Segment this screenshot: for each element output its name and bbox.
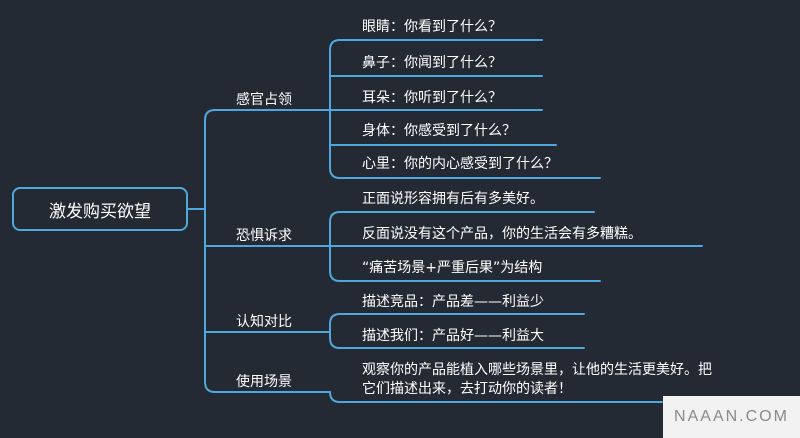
leaf-connector-line [329,167,601,179]
leaf-connector-line [329,211,595,223]
leaf-label[interactable]: 心里：你的内心感受到了什么？ [362,156,558,172]
watermark: NAAAN.COM [663,396,800,438]
branch-connector-line [204,381,331,393]
leaf-label[interactable]: 眼睛：你看到了什么？ [362,19,502,35]
leaf-connector-line [329,391,663,403]
leaf-label[interactable]: 鼻子：你闻到了什么？ [362,55,502,71]
leaf-label[interactable]: 反面说没有这个产品，你的生活会有多糟糕。 [362,226,642,242]
leaf-connector-line [329,270,601,282]
leaf-label[interactable]: 观察你的产品能植入哪些场景里，让他的生活更美好。把 它们描述出来，去打动你的读者… [362,362,712,397]
leaf-connector-line [329,337,585,349]
leaf-connector-line [329,39,543,51]
root-node[interactable]: 激发购买欲望 [12,187,188,231]
branch-connector-line [204,109,331,121]
leaf-label[interactable]: 描述竞品：产品差——利益少 [362,294,544,310]
branch-label-compare[interactable]: 认知对比 [236,314,292,330]
branch-label-scenario[interactable]: 使用场景 [236,374,292,390]
branch-label-sensory[interactable]: 感官占领 [236,92,292,108]
leaf-label[interactable]: 身体：你感受到了什么？ [362,123,516,139]
leaf-connector-line [329,313,585,325]
leaf-label[interactable]: 耳朵：你听到了什么？ [362,90,502,106]
leaf-label[interactable]: 描述我们：产品好——利益大 [362,328,544,344]
leaf-label[interactable]: “痛苦场景+严重后果”为结构 [362,260,543,276]
leaf-label[interactable]: 正面说形容拥有后有多美好。 [362,191,544,207]
root-node-label: 激发购买欲望 [49,201,151,222]
branch-label-fear[interactable]: 恐惧诉求 [236,228,292,244]
